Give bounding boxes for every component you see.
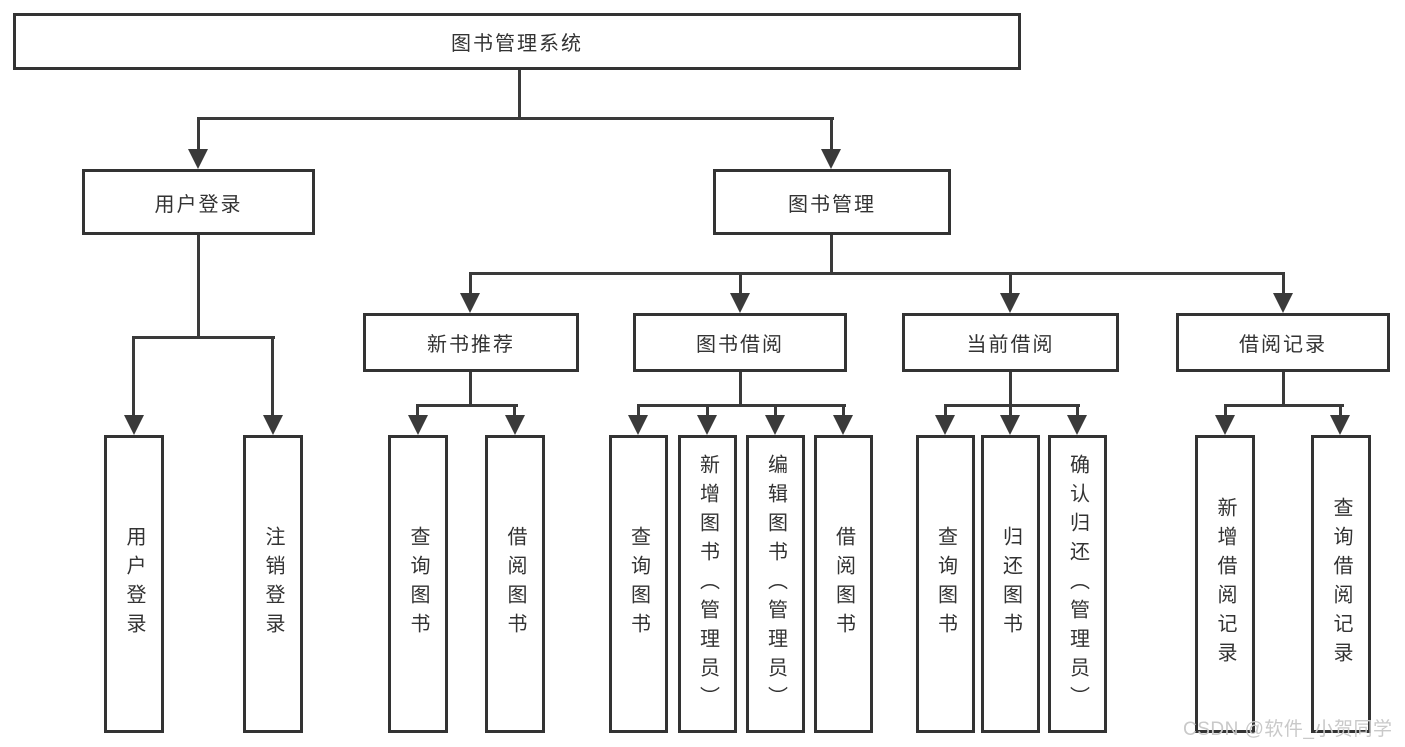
arrow-down-icon — [730, 293, 750, 313]
leaf-query-borrow-record-label: 查询借阅记录 — [1330, 497, 1352, 671]
connector-line-v — [1282, 274, 1285, 295]
connector-line-v — [739, 274, 742, 295]
arrow-down-icon — [1273, 293, 1293, 313]
connector-line-v — [1282, 372, 1285, 407]
node-user-login-label: 用户登录 — [154, 193, 243, 216]
node-current-borrow: 当前借阅 — [902, 313, 1119, 372]
arrow-down-icon — [821, 149, 841, 169]
connector-line-v — [774, 406, 777, 417]
leaf-query-book-current: 查询图书 — [916, 435, 975, 733]
connector-line-v — [1076, 406, 1079, 417]
connector-line-v — [469, 274, 472, 295]
connector-line-h — [944, 404, 1080, 407]
arrow-down-icon — [628, 415, 648, 435]
leaf-confirm-return-admin: 确认归还（管理员） — [1048, 435, 1107, 733]
node-book-management: 图书管理 — [713, 169, 951, 235]
arrow-down-icon — [1067, 415, 1087, 435]
connector-line-v — [1009, 406, 1012, 417]
leaf-return-book: 归还图书 — [981, 435, 1040, 733]
leaf-edit-book-admin: 编辑图书（管理员） — [746, 435, 805, 733]
leaf-edit-book-admin-label: 编辑图书（管理员） — [764, 453, 787, 715]
connector-line-v — [944, 406, 947, 417]
connector-line-v — [518, 70, 521, 119]
leaf-query-book-recommend-label: 查询图书 — [407, 526, 429, 642]
connector-line-v — [739, 372, 742, 407]
leaf-add-borrow-record-label: 新增借阅记录 — [1214, 497, 1236, 671]
arrow-down-icon — [833, 415, 853, 435]
leaf-query-borrow-record: 查询借阅记录 — [1311, 435, 1371, 733]
csdn-watermark: CSDN @软件_小贺同学 — [1183, 719, 1393, 740]
leaf-borrow-book-recommend: 借阅图书 — [485, 435, 545, 733]
arrow-down-icon — [1330, 415, 1350, 435]
connector-line-v — [830, 119, 833, 151]
leaf-logout-label: 注销登录 — [262, 526, 284, 642]
leaf-query-book-recommend: 查询图书 — [388, 435, 448, 733]
arrow-down-icon — [124, 415, 144, 435]
leaf-add-book-admin: 新增图书（管理员） — [678, 435, 737, 733]
arrow-down-icon — [188, 149, 208, 169]
node-new-book-recommend-label: 新书推荐 — [427, 334, 515, 356]
connector-line-h — [416, 404, 518, 407]
leaf-borrow-book-recommend-label: 借阅图书 — [504, 526, 526, 642]
node-borrow-record-label: 借阅记录 — [1239, 334, 1327, 356]
connector-line-h — [469, 272, 1285, 275]
arrow-down-icon — [1000, 293, 1020, 313]
node-current-borrow-label: 当前借阅 — [966, 334, 1055, 356]
connector-line-h — [637, 404, 846, 407]
arrow-down-icon — [1000, 415, 1020, 435]
connector-line-h — [132, 336, 275, 339]
connector-line-v — [197, 235, 200, 339]
connector-line-v — [1339, 406, 1342, 417]
node-book-management-label: 图书管理 — [788, 193, 876, 216]
leaf-logout: 注销登录 — [243, 435, 303, 733]
node-new-book-recommend: 新书推荐 — [363, 313, 579, 372]
connector-line-v — [1009, 372, 1012, 407]
connector-line-v — [271, 338, 274, 415]
connector-line-v — [416, 406, 419, 417]
connector-line-v — [830, 235, 833, 275]
node-book-borrow: 图书借阅 — [633, 313, 847, 372]
arrow-down-icon — [935, 415, 955, 435]
leaf-user-login-label: 用户登录 — [123, 526, 145, 642]
connector-line-h — [197, 117, 834, 120]
arrow-down-icon — [460, 293, 480, 313]
leaf-add-borrow-record: 新增借阅记录 — [1195, 435, 1255, 733]
leaf-query-book-borrow-label: 查询图书 — [627, 526, 650, 642]
arrow-down-icon — [505, 415, 525, 435]
leaf-return-book-label: 归还图书 — [999, 526, 1022, 642]
node-book-borrow-label: 图书借阅 — [696, 334, 784, 356]
node-root: 图书管理系统 — [13, 13, 1021, 70]
arrow-down-icon — [263, 415, 283, 435]
connector-line-v — [637, 406, 640, 417]
leaf-query-book-borrow: 查询图书 — [609, 435, 668, 733]
connector-line-v — [1009, 274, 1012, 295]
node-borrow-record: 借阅记录 — [1176, 313, 1390, 372]
arrow-down-icon — [697, 415, 717, 435]
arrow-down-icon — [408, 415, 428, 435]
arrow-down-icon — [765, 415, 785, 435]
node-user-login: 用户登录 — [82, 169, 315, 235]
connector-line-v — [469, 372, 472, 407]
leaf-query-book-current-label: 查询图书 — [934, 526, 957, 642]
connector-line-v — [706, 406, 709, 417]
arrow-down-icon — [1215, 415, 1235, 435]
leaf-add-book-admin-label: 新增图书（管理员） — [696, 453, 719, 715]
connector-line-v — [132, 338, 135, 415]
connector-line-v — [197, 119, 200, 151]
connector-line-v — [513, 406, 516, 417]
leaf-user-login: 用户登录 — [104, 435, 164, 733]
node-root-label: 图书管理系统 — [451, 33, 583, 55]
connector-line-v — [1224, 406, 1227, 417]
leaf-confirm-return-admin-label: 确认归还（管理员） — [1066, 453, 1089, 715]
connector-line-h — [1224, 404, 1344, 407]
connector-line-v — [842, 406, 845, 417]
leaf-borrow-book: 借阅图书 — [814, 435, 873, 733]
leaf-borrow-book-label: 借阅图书 — [832, 526, 855, 642]
